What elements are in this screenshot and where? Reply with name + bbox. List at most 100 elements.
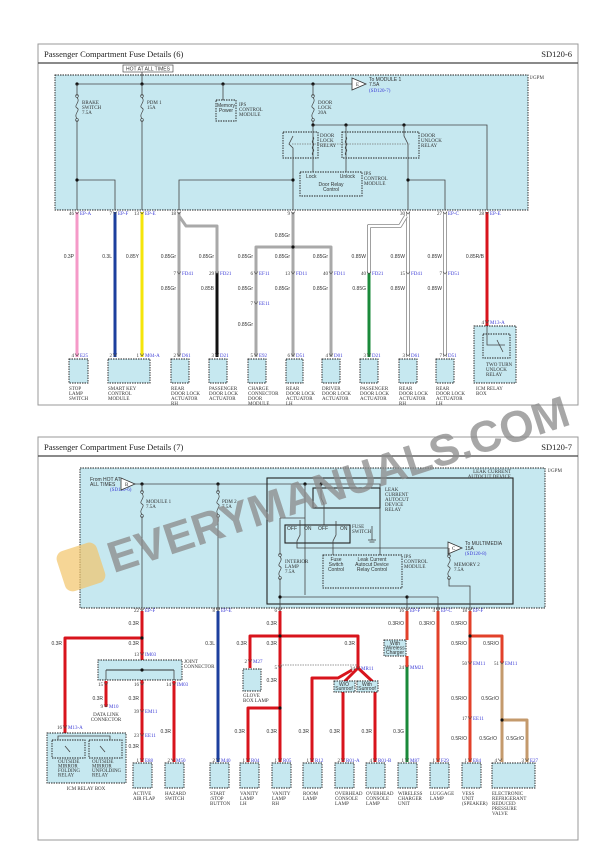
component-label: ELECTRONIC	[492, 792, 524, 797]
wire-spec-label: 0.85Gr	[199, 254, 215, 260]
component-label: SMART KEY	[108, 387, 137, 392]
component-label: ACTUATOR	[399, 397, 426, 402]
component-box	[271, 762, 292, 789]
pin-number: 3	[212, 354, 215, 359]
connector-id: D21	[220, 354, 229, 359]
component-box	[164, 762, 185, 789]
component-box	[435, 358, 455, 384]
from-hot-arrow	[120, 477, 137, 491]
pin-chevron	[309, 758, 315, 762]
pin-chevron	[290, 271, 296, 275]
fuse-label: BRAKE	[82, 101, 99, 106]
pin-chevron	[290, 353, 296, 357]
connector-id: R01-B	[378, 759, 392, 764]
component-box	[321, 358, 341, 384]
connector-id: IM03	[177, 683, 189, 688]
connector-id: D51	[448, 354, 457, 359]
pin-number: 2	[213, 759, 216, 764]
circuit-line	[64, 745, 71, 753]
autocut-relay	[312, 487, 381, 509]
wire-spec-label: 0.3R	[266, 678, 277, 684]
pin-number: 40	[361, 272, 367, 277]
connector-id: E84	[473, 759, 482, 764]
fuse-label: 20A	[318, 111, 327, 116]
panel-title: Passenger Compartment Fuse Details (6)	[44, 49, 183, 59]
pin-chevron	[176, 211, 182, 215]
wire-spec-label: 0.85R/B	[466, 254, 485, 260]
autocut-relay-control-label: Relay Control	[357, 567, 387, 573]
component-box	[359, 358, 379, 384]
pin-number: 9	[288, 212, 291, 217]
pin-number: 1	[243, 759, 246, 764]
fuse-switch-control-label: Control	[328, 567, 344, 573]
brake-switch-fuse	[75, 97, 79, 119]
joint-connector-label: JOINT	[184, 660, 198, 665]
unfolding-relay-label: UNFOLDING	[92, 769, 122, 774]
to-module-label: 7.5A	[369, 82, 380, 88]
module1-fuse	[140, 493, 144, 515]
option-with-sunroof	[356, 680, 379, 693]
pin-chevron	[139, 353, 145, 357]
pin-chevron	[435, 758, 441, 762]
component-box	[209, 762, 230, 789]
pin-chevron	[404, 608, 410, 612]
connector-id: F29	[441, 759, 449, 764]
data-link-connector-label: CONNECTOR	[91, 718, 122, 723]
connector-id: EM11	[145, 710, 158, 715]
wire-spec-label: 0.3R	[234, 729, 245, 735]
connector-id: EP-F	[410, 609, 421, 614]
component-box	[398, 358, 418, 384]
fuse-label: DOOR	[318, 101, 333, 106]
pin-number: 3	[364, 354, 367, 359]
component-label: REAR	[436, 387, 450, 392]
fuse-label: 7.5A	[82, 111, 92, 116]
wire-red-orange	[470, 634, 504, 663]
pin-number: 18	[171, 212, 177, 217]
pin-chevron	[484, 211, 490, 215]
wire-spec-label: 0.3R	[236, 641, 247, 647]
pdm1-fuse	[140, 97, 144, 119]
connector-id: M27	[253, 660, 263, 665]
connector-id: EP-C	[441, 609, 453, 614]
connector-id: D01	[334, 354, 343, 359]
two-turn-unlock-relay-label: RELAY	[486, 373, 503, 378]
wire-brown	[502, 718, 529, 762]
wire-spec-label: 0.85Gr	[161, 254, 177, 260]
pin-chevron	[139, 758, 145, 762]
fuse-label: MEMORY 2	[454, 563, 480, 568]
component-label: OVERHEAD	[335, 792, 363, 797]
fuse-label: SWITCH	[82, 106, 102, 111]
pin-number: 4	[326, 354, 329, 359]
connector-id: FD41	[411, 272, 423, 277]
option-wo-sunroof	[333, 680, 356, 693]
pin-number: 4	[433, 609, 436, 614]
pin-chevron	[253, 353, 259, 357]
pin-number: 16	[57, 726, 63, 731]
wire-spec-label: 0.3R	[266, 641, 277, 647]
connector-id: D51	[296, 354, 305, 359]
pin-number: 46	[69, 212, 75, 217]
connector-id: M04-A	[145, 354, 160, 359]
wire-spec-label: 0.85Gr	[238, 322, 254, 328]
pin-chevron	[405, 211, 411, 215]
pin-number: 1	[307, 759, 310, 764]
wire-spec-label: 0.3R/O	[419, 621, 435, 627]
pin-chevron	[328, 271, 334, 275]
wire-spec-label: 0.5Gr/O	[479, 736, 497, 742]
component-label: ACTUATOR	[171, 397, 198, 402]
fuse-switch-on: ON	[340, 526, 348, 532]
igpm-label: I/GPM	[548, 469, 562, 474]
wire-spec-label: 0.85Gr	[238, 286, 254, 292]
fuse-label: 7.5A	[285, 570, 295, 575]
wire-spec-label: 0.3R	[266, 621, 277, 627]
connector-id: M13-A	[68, 726, 83, 731]
component-label: START	[210, 792, 225, 797]
connector-letter: E	[356, 83, 359, 88]
ips-control-module-label: IPS	[239, 103, 246, 108]
pin-number: 2	[245, 660, 248, 665]
component-box	[132, 762, 153, 789]
fuse-switch-on: ON	[304, 526, 312, 532]
ips-control-module-label: MODULE	[239, 113, 260, 118]
component-label: DRIVER	[322, 387, 341, 392]
door-unlock-relay	[341, 131, 420, 159]
